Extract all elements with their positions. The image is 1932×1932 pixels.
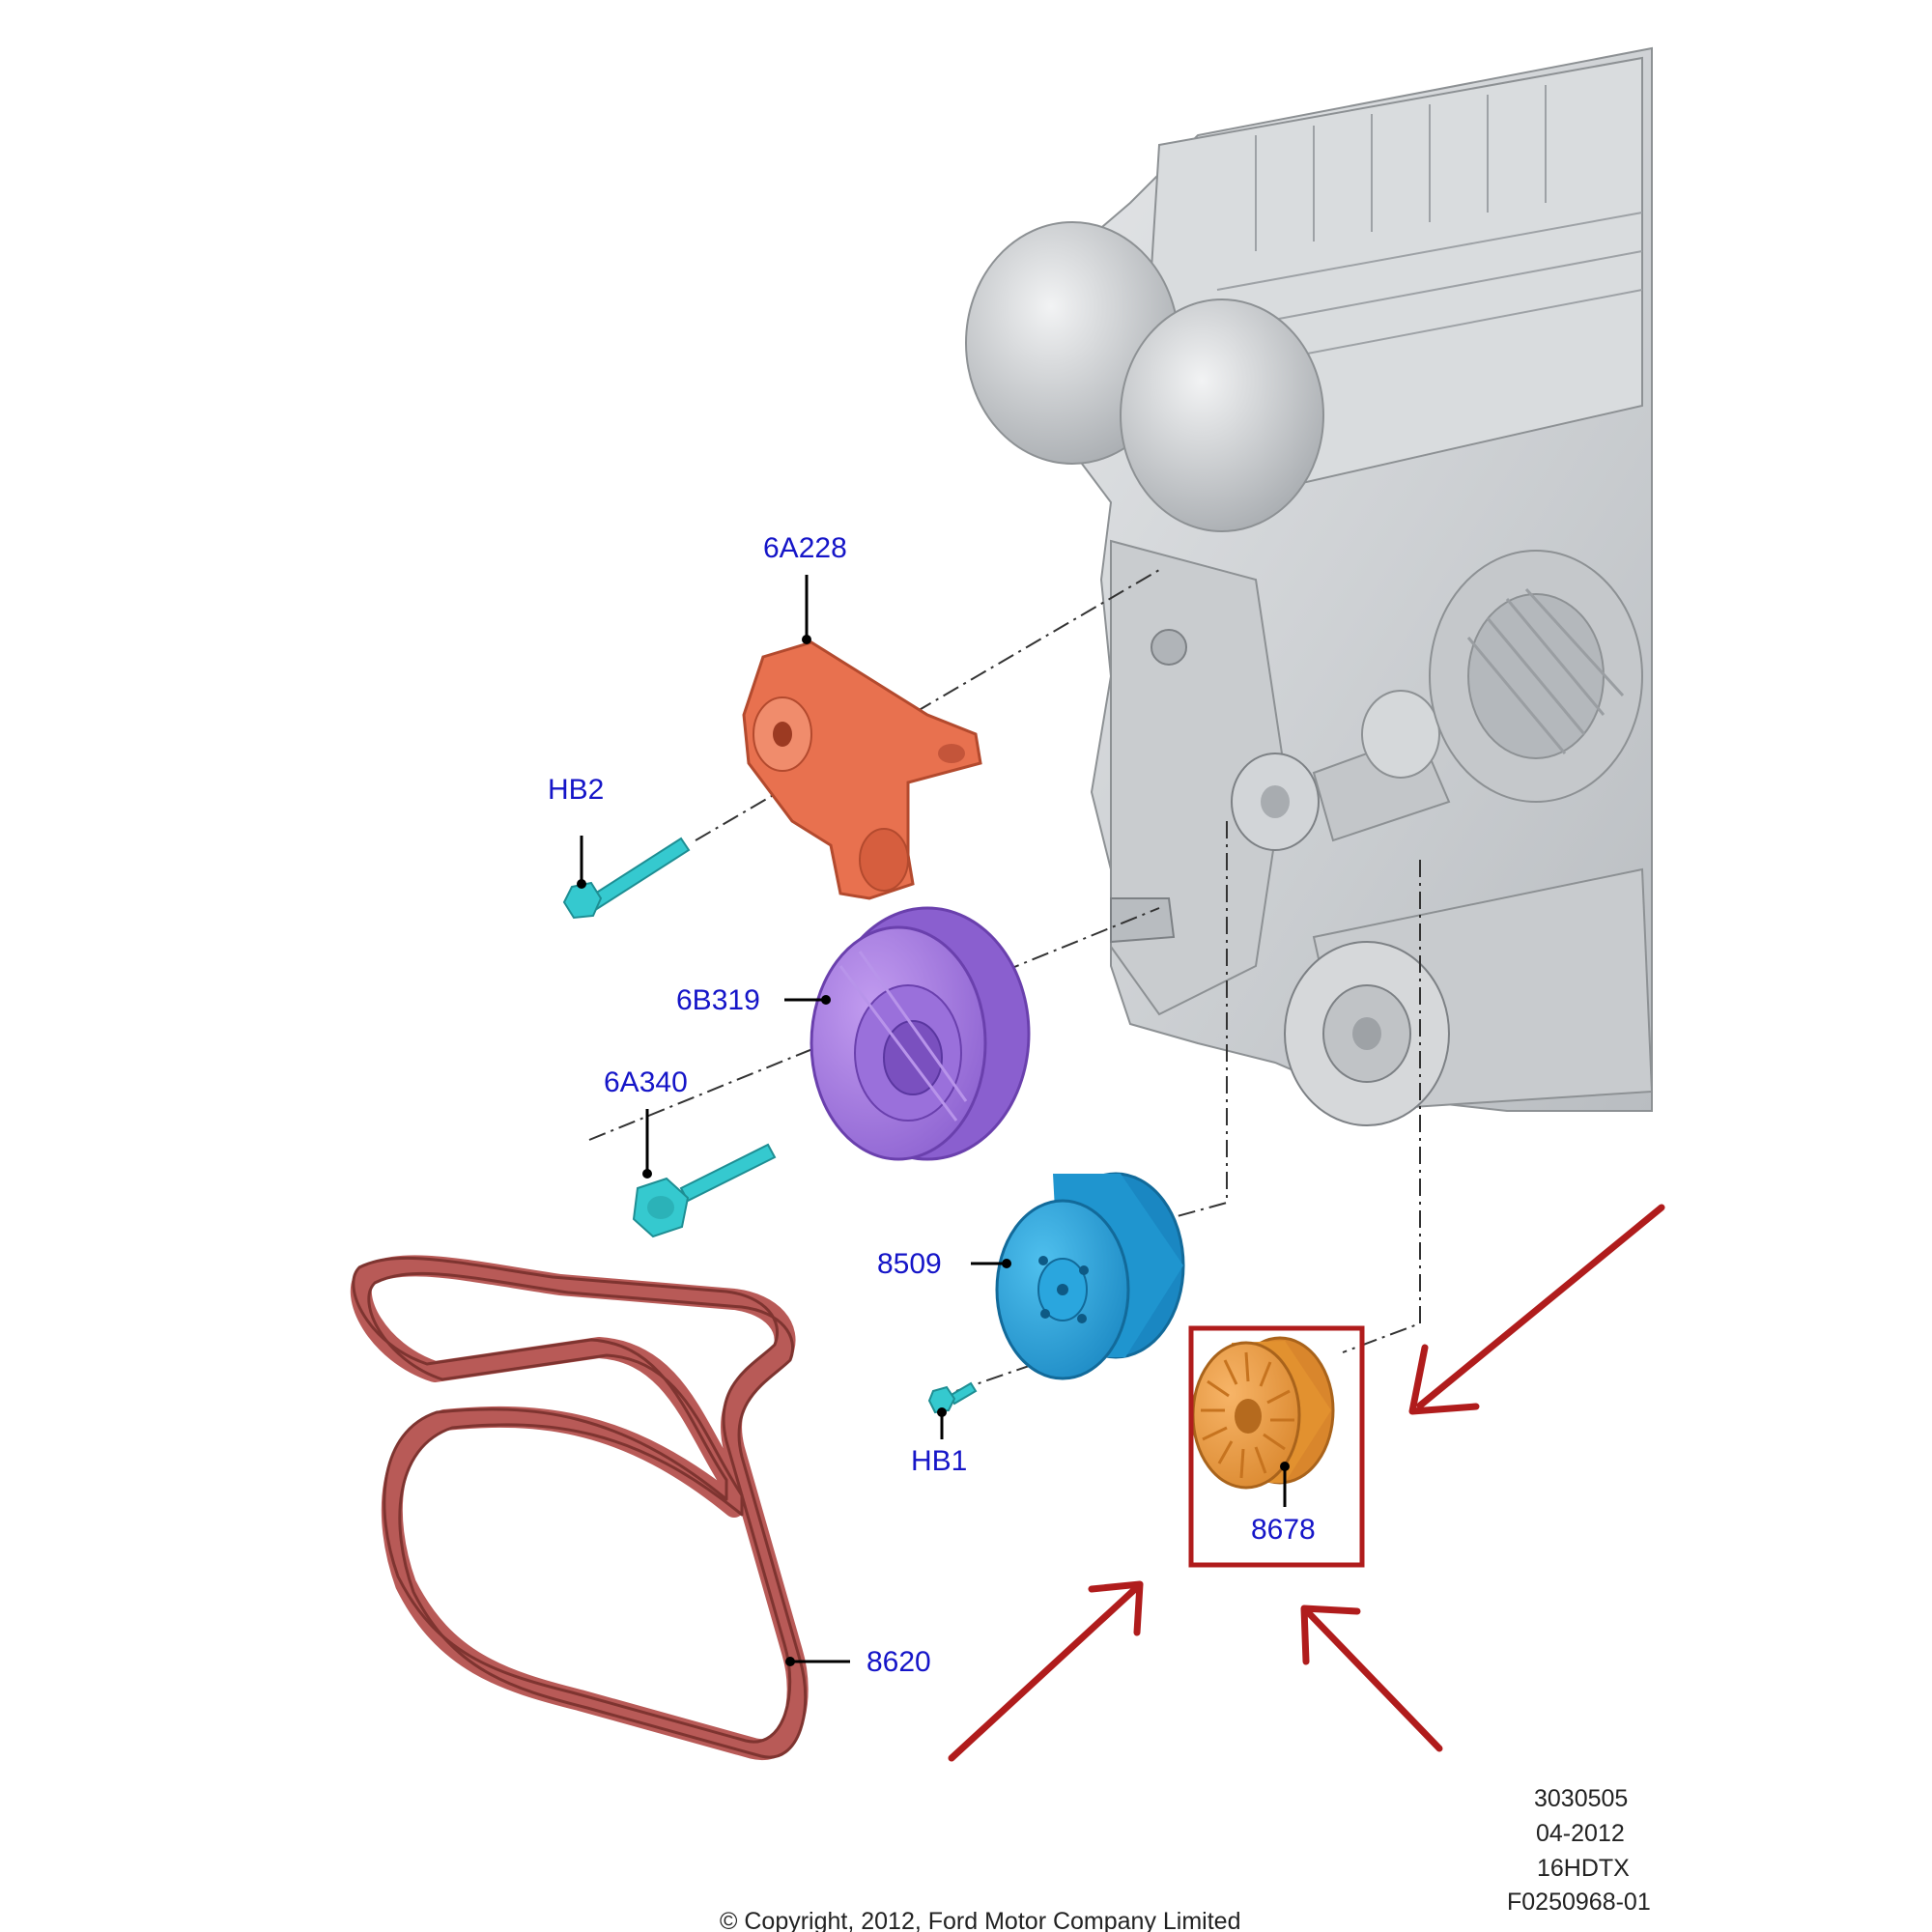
alternator: [1429, 550, 1643, 803]
crank-pulley-6B319: [810, 906, 1031, 1161]
label-HB2: HB2: [548, 774, 604, 806]
label-8620: 8620: [867, 1646, 931, 1678]
engine-block: [965, 46, 1654, 1126]
valve-cover-ribs: [1216, 85, 1643, 368]
label-8678: 8678: [1251, 1514, 1316, 1546]
drawing-info-block: 3030505 04-2012 16HDTX F0250968-01: [1507, 1785, 1651, 1916]
drive-belt-8620: [350, 1255, 809, 1761]
info-line-1: 3030505: [1534, 1785, 1628, 1812]
copyright-notice: © Copyright, 2012, Ford Motor Company Li…: [720, 1908, 1241, 1932]
arrow-bottom-right: [1300, 1605, 1443, 1752]
label-6A228: 6A228: [763, 532, 847, 564]
label-HB1: HB1: [911, 1445, 967, 1477]
water-pump-pulley-8509: [995, 1172, 1185, 1380]
water-pump-hub: [1231, 690, 1451, 851]
bolt-HB1: [927, 1381, 978, 1414]
ac-compressor: [1284, 867, 1654, 1126]
label-8509: 8509: [877, 1248, 942, 1280]
highlight-box: [1188, 1325, 1365, 1568]
bolt-HB2: [562, 837, 691, 920]
callout-leaders: [577, 575, 1290, 1666]
idler-pulley-8678: [1191, 1336, 1335, 1490]
info-line-4: F0250968-01: [1507, 1889, 1651, 1916]
label-6B319: 6B319: [676, 984, 760, 1016]
cam-cover-dome-right: [1120, 298, 1324, 532]
bolt-6A340: [632, 1143, 777, 1238]
tensioner-6A228: [742, 640, 982, 900]
info-line-2: 04-2012: [1536, 1820, 1625, 1847]
label-6A340: 6A340: [604, 1066, 688, 1098]
arrow-right: [1408, 1204, 1665, 1415]
info-line-3: 16HDTX: [1537, 1855, 1630, 1882]
arrow-bottom-left: [948, 1580, 1144, 1762]
